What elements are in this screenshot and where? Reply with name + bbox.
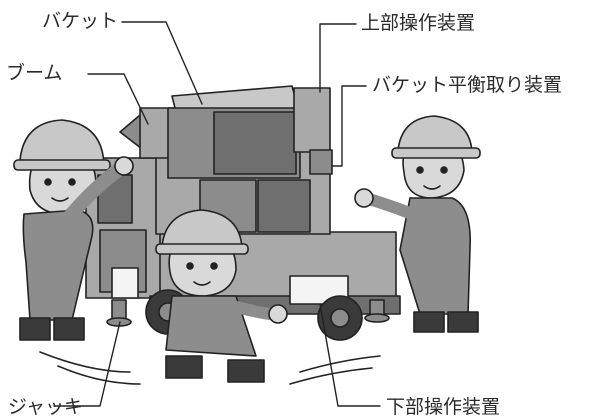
- label-bucket-leveling: バケット平衡取り装置: [372, 74, 563, 96]
- worker-kneeling-center: [155, 209, 288, 383]
- ground-arc-right: [299, 355, 381, 373]
- bucket-side: [213, 111, 297, 175]
- upper-control-box: [293, 87, 331, 153]
- worker-pointing-left: [13, 119, 134, 341]
- ground-arc-left-2: [57, 365, 141, 385]
- ground-arc-right-2: [289, 367, 373, 385]
- cab-step-panel: [111, 267, 139, 299]
- label-upper-control: 上部操作装置: [361, 12, 476, 34]
- label-jack: ジャッキ: [8, 396, 84, 418]
- rear-wheel-hub: [330, 308, 350, 328]
- leader-boom: [87, 73, 149, 125]
- leader-leveling: [331, 85, 367, 167]
- boom-housing-panel-dark: [257, 179, 311, 233]
- front-jack: [111, 299, 127, 321]
- ground-arc-left: [39, 351, 131, 373]
- leader-bucket: [121, 21, 203, 105]
- label-lower-control: 下部操作装置: [386, 396, 501, 418]
- leveling-device: [309, 149, 333, 175]
- rear-jack-foot: [364, 313, 390, 323]
- label-boom: ブーム: [6, 62, 63, 84]
- leader-lower-control: [319, 303, 381, 407]
- leader-jack: [53, 321, 121, 407]
- worker-pointing-right: [354, 115, 481, 333]
- leader-upper-control: [319, 23, 357, 93]
- label-bucket: バケット: [42, 10, 119, 32]
